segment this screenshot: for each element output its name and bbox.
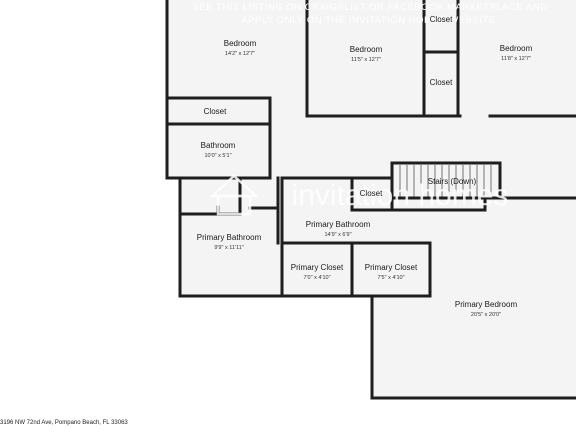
watermark-line-1: SEE THIS LISTING ON CRAIGSLIST OR FACEBO… <box>193 2 548 13</box>
room-primary-closet-1-name: Primary Closet <box>291 263 344 272</box>
room-closet-mid-right-name: Closet <box>430 78 453 87</box>
room-closet-top-right-name: Closet <box>430 15 453 24</box>
walls <box>165 0 576 400</box>
room-primary-bathroom-center-name: Primary Bathroom <box>306 220 371 229</box>
room-bedroom-middle-name: Bedroom <box>350 45 383 54</box>
room-bedroom-left-name: Bedroom <box>224 39 257 48</box>
room-bathroom-name: Bathroom <box>201 141 236 150</box>
watermark-line-2: APPLY ONLY ON THE INVITATION HOMES WEBSI… <box>241 15 498 26</box>
room-stairs-name: Stairs (Down) <box>428 177 477 186</box>
room-bedroom-left-dims: 14'2" x 12'7" <box>225 51 255 57</box>
room-primary-closet-2-dims: 7'5" x 4'10" <box>377 275 404 281</box>
room-bedroom-right-dims: 11'8" x 12'7" <box>501 56 531 62</box>
room-closet-center-name: Closet <box>360 189 383 198</box>
watermark-brand: invitation homes <box>292 179 509 212</box>
room-bathroom-dims: 10'0" x 5'1" <box>204 153 231 159</box>
room-primary-bathroom-center-dims: 14'9" x 6'9" <box>324 232 351 238</box>
room-primary-bathroom-left-name: Primary Bathroom <box>197 233 262 242</box>
room-primary-closet-2-name: Primary Closet <box>365 263 418 272</box>
property-address: 3196 NW 72nd Ave, Pompano Beach, FL 3306… <box>0 420 128 426</box>
house-logo-icon <box>208 174 260 216</box>
room-primary-bathroom-left-dims: 9'9" x 11'11" <box>214 245 243 251</box>
room-bedroom-right-name: Bedroom <box>500 44 533 53</box>
room-primary-bedroom-name: Primary Bedroom <box>455 300 518 309</box>
stair-treads <box>399 165 492 197</box>
room-closet-left-name: Closet <box>204 107 227 116</box>
room-primary-bedroom-dims: 20'5" x 20'0" <box>471 312 501 318</box>
room-primary-closet-1-dims: 7'0" x 4'10" <box>303 275 330 281</box>
room-bedroom-middle-dims: 11'5" x 12'7" <box>351 57 381 63</box>
